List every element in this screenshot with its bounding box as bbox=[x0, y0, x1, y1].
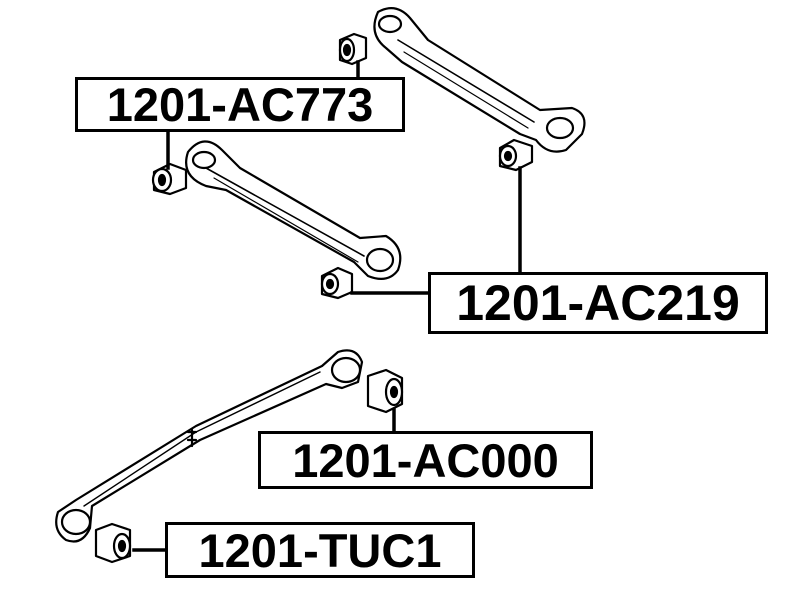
rod-bushing-ac000 bbox=[366, 368, 404, 414]
upper-bushing-ac773 bbox=[338, 32, 368, 66]
upper-right-control-arm bbox=[373, 7, 586, 153]
part-label-ac000: 1201-AC000 bbox=[258, 431, 593, 489]
rod-bushing-tuc1 bbox=[94, 522, 132, 564]
part-label-ac219: 1201-AC219 bbox=[428, 272, 768, 334]
lower-bushing-ac219 bbox=[320, 266, 354, 300]
part-label-tuc1: 1201-TUC1 bbox=[165, 522, 475, 578]
middle-bushing-ac219 bbox=[498, 138, 534, 172]
lateral-link-rod bbox=[55, 349, 364, 543]
part-label-ac773: 1201-AC773 bbox=[75, 77, 405, 132]
left-bushing-ac773 bbox=[151, 162, 188, 196]
lower-left-control-arm bbox=[185, 140, 402, 281]
